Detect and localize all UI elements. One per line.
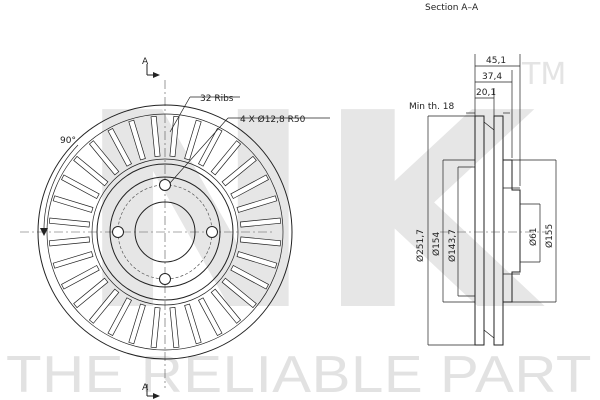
rib	[210, 140, 242, 176]
bolt-hole	[159, 179, 171, 191]
rib	[88, 140, 120, 176]
center-bore	[134, 201, 196, 263]
watermark-tagline: THE RELIABLE PART	[6, 346, 592, 400]
rib	[107, 297, 132, 336]
front-view: A A 32 Ribs 4 X Ø12,8 R50 90°	[20, 57, 330, 399]
rib	[184, 303, 202, 345]
vent-hatch	[483, 329, 495, 339]
rib	[230, 174, 269, 199]
dim-45-1: 45,1	[486, 56, 506, 66]
width-dimensions: 45,1 37,4 20,1 Min th. 18	[409, 54, 521, 186]
angle-arc	[43, 144, 79, 233]
rib	[230, 265, 269, 290]
section-marker-bottom: A	[142, 383, 149, 393]
rib	[169, 115, 180, 157]
rib	[210, 288, 242, 324]
outer-rim-inner-edge	[46, 113, 284, 351]
rib	[221, 155, 257, 187]
rib	[128, 303, 146, 345]
rib	[52, 251, 94, 269]
inboard-plate	[493, 115, 504, 346]
holes-leader	[169, 117, 229, 184]
rib	[52, 195, 94, 213]
rib	[240, 217, 282, 228]
bolt-hole	[112, 226, 124, 238]
angle-arc-arrow	[40, 228, 48, 236]
rib	[128, 119, 146, 161]
dim-37-4: 37,4	[482, 72, 502, 82]
hat-profile	[503, 159, 521, 303]
rib	[150, 307, 161, 349]
dim-154: Ø154	[431, 231, 442, 256]
dim-61: Ø61	[528, 227, 539, 246]
rib	[61, 174, 100, 199]
ventilation-ribs	[48, 115, 282, 349]
section-title: Section A–A	[425, 3, 479, 13]
watermark-brand-letters: NK	[76, 55, 547, 370]
rib	[236, 195, 278, 213]
bolt-holes	[112, 179, 218, 285]
rib	[107, 128, 132, 167]
hat-edge	[109, 176, 221, 288]
min-thickness: Min th. 18	[409, 102, 455, 112]
rib	[48, 236, 90, 247]
watermark-trademark: TM	[521, 57, 566, 92]
rib	[73, 277, 109, 309]
outer-rim-edge	[37, 104, 293, 360]
section-arrow-top-head	[153, 72, 160, 78]
section-view: Section A–A 45,1 37,4	[409, 3, 557, 346]
angle-label: 90°	[60, 136, 76, 146]
rib	[221, 277, 257, 309]
rib	[61, 265, 100, 290]
dim-155: Ø155	[544, 224, 555, 248]
bolt-hole	[159, 273, 171, 285]
section-arrow-bottom-head	[153, 393, 160, 399]
outboard-plate	[474, 115, 485, 346]
rib	[88, 288, 120, 324]
vent-hatch	[483, 121, 495, 131]
dim-143-7: Ø143,7	[447, 229, 458, 262]
holes-label: 4 X Ø12,8 R50	[240, 114, 306, 125]
bolt-hole	[206, 226, 218, 238]
rib	[184, 119, 202, 161]
diameter-dimensions: Ø251,7 Ø154 Ø143,7 Ø61 Ø155	[415, 115, 557, 346]
rib	[236, 251, 278, 269]
rib	[198, 128, 223, 167]
rib	[169, 307, 180, 349]
rib	[73, 155, 109, 187]
rib	[150, 115, 161, 157]
hub-outer-edge	[96, 163, 234, 301]
watermark: NK TM THE RELIABLE PART	[6, 55, 592, 400]
ribs-leader	[169, 96, 191, 133]
dim-251-7: Ø251,7	[415, 229, 426, 262]
section-marker-top: A	[142, 57, 149, 67]
rib	[240, 236, 282, 247]
disc-profile	[440, 115, 545, 346]
rib	[48, 217, 90, 228]
rib	[198, 297, 223, 336]
ribs-label: 32 Ribs	[200, 94, 234, 104]
dim-20-1: 20,1	[476, 88, 496, 98]
friction-ring-inner-edge	[91, 158, 239, 306]
